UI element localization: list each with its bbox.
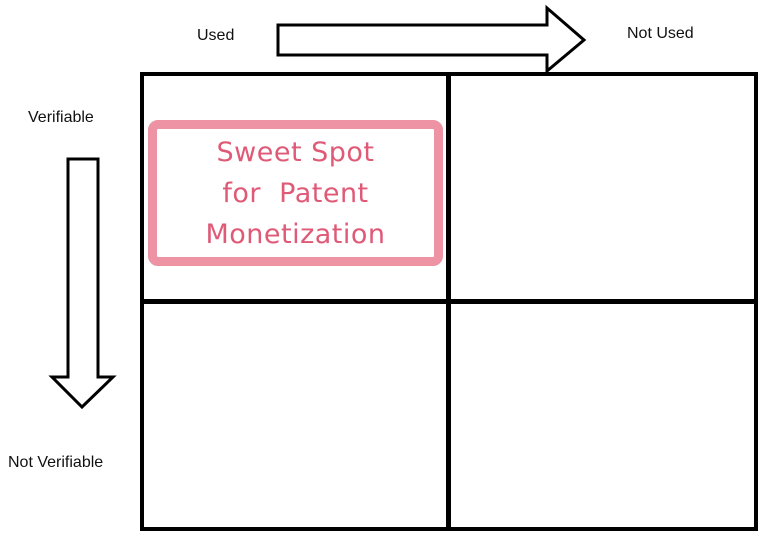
- down-arrow-icon: [48, 157, 117, 410]
- x-axis-start-label: Used: [197, 27, 235, 44]
- quadrant-notused-verifiable: [451, 76, 754, 299]
- sweet-spot-callout: Sweet Spot for Patent Monetization: [148, 120, 443, 266]
- y-axis-end-label: Not Verifiable: [8, 454, 104, 471]
- y-axis-start-label: Verifiable: [28, 109, 94, 126]
- x-axis-end-label: Not Used: [627, 25, 694, 42]
- sweet-spot-line-2: for Patent: [222, 177, 369, 209]
- right-arrow-icon: [276, 4, 587, 75]
- sweet-spot-line-3: Monetization: [205, 218, 386, 250]
- quadrant-notused-notverifiable: [451, 304, 754, 527]
- grid-horizontal-divider: [140, 299, 758, 304]
- quadrant-used-notverifiable: [144, 304, 446, 527]
- sweet-spot-line-1: Sweet Spot: [216, 136, 375, 168]
